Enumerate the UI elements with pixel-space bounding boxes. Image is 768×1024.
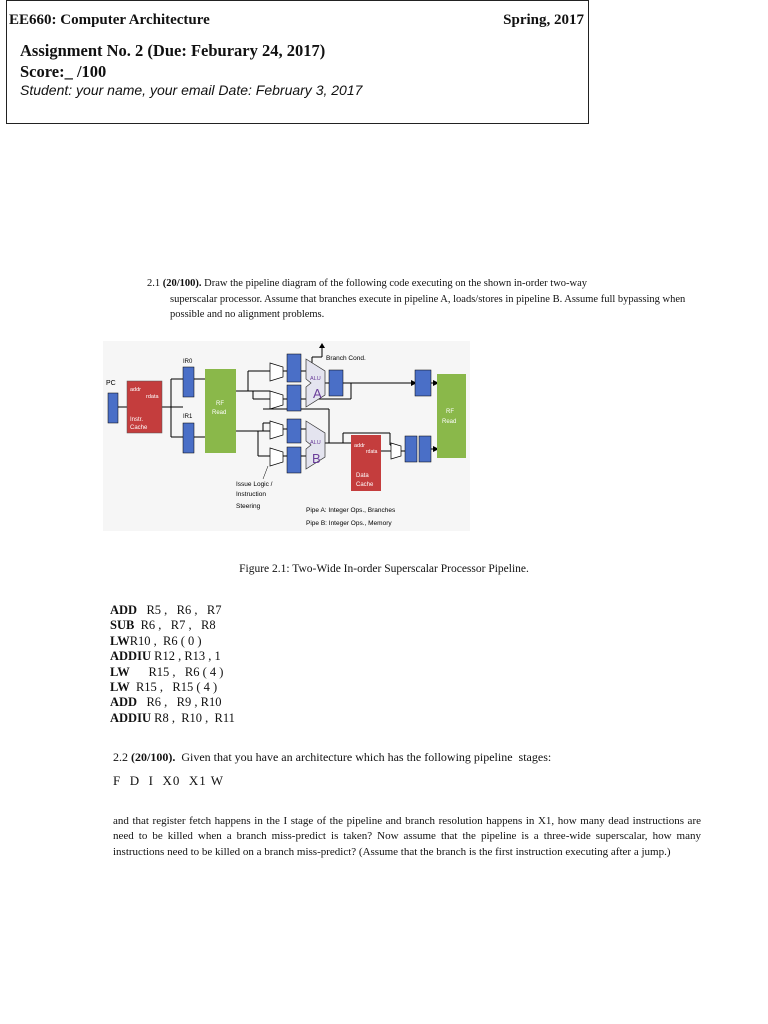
- question-points: (20/100).: [131, 750, 176, 764]
- rf1-label: RF: [216, 401, 224, 407]
- question-points: (20/100).: [162, 278, 202, 289]
- code-line: LW R15 , R6 ( 4 ): [110, 664, 224, 679]
- pc-register: [107, 392, 119, 424]
- branch-cond-label: Branch Cond.: [326, 355, 366, 362]
- dcache-label: Data: [356, 473, 369, 479]
- question-number: 2.1: [147, 278, 161, 289]
- score-line: Score:_ /100: [20, 62, 107, 81]
- ir0-label: IR0: [183, 359, 193, 365]
- pipe-a-marker: A: [313, 386, 322, 401]
- rf1-label-2: Read: [212, 410, 226, 416]
- icache-rdata-label: rdata: [146, 394, 159, 400]
- pipeline-stages: F D I X0 X1 W: [113, 773, 225, 788]
- question-2-1: 2.1 (20/100). Draw the pipeline diagram …: [147, 276, 712, 323]
- pc-label: PC: [106, 380, 116, 387]
- code-line: SUB R6 , R7 , R8: [110, 618, 216, 633]
- pipe-a-legend: Pipe A: Integer Ops., Branches: [306, 507, 396, 514]
- regfile-read: [205, 369, 236, 453]
- code-line: ADDIU R8 , R10 , R11: [110, 710, 235, 725]
- code-line: ADDIU R12 , R13 , 1: [110, 649, 221, 664]
- dcache-addr-label: addr: [354, 443, 365, 449]
- assignment-title: Assignment No. 2 (Due: Feburary 24, 2017…: [20, 41, 326, 60]
- question-text: Given that you have an architecture whic…: [175, 750, 552, 764]
- issue-logic-label-3: Steering: [236, 503, 261, 510]
- code-line: ADD R6 , R9 , R10: [110, 695, 222, 710]
- code-line: LWR10 , R6 ( 0 ): [110, 633, 202, 648]
- instruction-cache: [126, 380, 163, 434]
- question-2-1-continuation: superscalar processor. Assume that branc…: [170, 293, 686, 321]
- figure-caption: Figure 2.1: Two-Wide In-order Superscala…: [239, 563, 529, 575]
- question-2-1-first-line: 2.1 (20/100). Draw the pipeline diagram …: [147, 276, 712, 292]
- semester: Spring, 2017: [503, 12, 584, 28]
- student-line: Student: your name, your email Date: Feb…: [20, 82, 363, 98]
- issue-logic-label-2: Instruction: [236, 491, 266, 498]
- rf2-label-2: Read: [442, 419, 456, 425]
- course-title: EE660: Computer Architecture: [9, 12, 210, 28]
- icache-addr-label: addr: [130, 387, 141, 393]
- code-line: ADD R5 , R6 , R7: [110, 603, 222, 617]
- rf2-label: RF: [446, 409, 454, 415]
- alu-a-label: ALU: [310, 376, 321, 382]
- pipe-b-legend: Pipe B: Integer Ops., Memory: [306, 520, 392, 527]
- dcache-label-2: Cache: [356, 482, 374, 488]
- code-line: LW R15 , R15 ( 4 ): [110, 680, 218, 695]
- question-text: Draw the pipeline diagram of the followi…: [204, 278, 588, 289]
- dcache-rdata-label: rdata: [366, 449, 378, 455]
- alu-b-label: ALU: [310, 440, 321, 446]
- pipeline-figure: PC addr rdata Instr. Cache IR0 IR1 RF Re…: [103, 341, 470, 531]
- alu-a: [305, 358, 326, 408]
- ir0-register: [182, 366, 195, 398]
- ir1-label: IR1: [183, 414, 193, 420]
- code-listing: ADD R5 , R6 , R7 SUB R6 , R7 , R8 LWR10 …: [110, 603, 235, 726]
- ir1-register: [182, 422, 195, 454]
- regfile-write: [437, 374, 466, 458]
- data-cache: [351, 435, 381, 491]
- question-2-2-paragraph: and that register fetch happens in the I…: [113, 815, 701, 858]
- question-number: 2.2: [113, 750, 128, 764]
- pipe-b-marker: B: [312, 451, 321, 466]
- icache-label: Instr.: [130, 417, 143, 423]
- icache-label-2: Cache: [130, 425, 148, 431]
- question-2-2: 2.2 (20/100). Given that you have an arc…: [113, 750, 551, 765]
- assignment-header: EE660: Computer Architecture Spring, 201…: [6, 0, 589, 124]
- issue-logic-label: Issue Logic /: [236, 481, 273, 488]
- alu-b: [305, 420, 326, 470]
